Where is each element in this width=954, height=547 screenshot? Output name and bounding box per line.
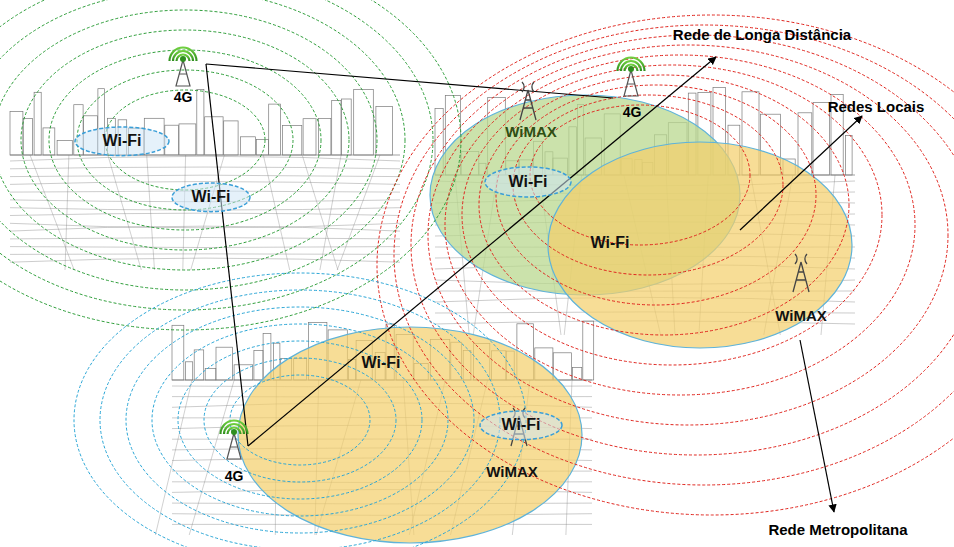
- wifi-ellipse: Wi-Fi: [171, 182, 251, 213]
- network-label: Rede Metropolitana: [768, 522, 907, 539]
- network-label: Redes Locais: [828, 99, 925, 116]
- network-label: Wi-Fi: [509, 173, 548, 191]
- network-label: Wi-Fi: [362, 354, 401, 372]
- network-label: WiMAX: [775, 308, 827, 325]
- network-label: WiMAX: [486, 464, 538, 481]
- network-label: 4G: [174, 90, 193, 105]
- network-label: Rede de Longa Distância: [673, 27, 851, 44]
- network-label: Wi-Fi: [502, 416, 541, 434]
- wifi-ellipse: Wi-Fi: [74, 126, 170, 157]
- network-label: Wi-Fi: [192, 188, 231, 206]
- wifi-ellipse: Wi-Fi: [484, 166, 572, 198]
- network-label: Wi-Fi: [591, 234, 630, 252]
- wifi-ellipse: Wi-Fi: [479, 410, 563, 441]
- network-label: WiMAX: [505, 124, 557, 141]
- network-label: Wi-Fi: [103, 132, 142, 150]
- network-label: 4G: [623, 105, 642, 120]
- network-label: 4G: [225, 469, 244, 484]
